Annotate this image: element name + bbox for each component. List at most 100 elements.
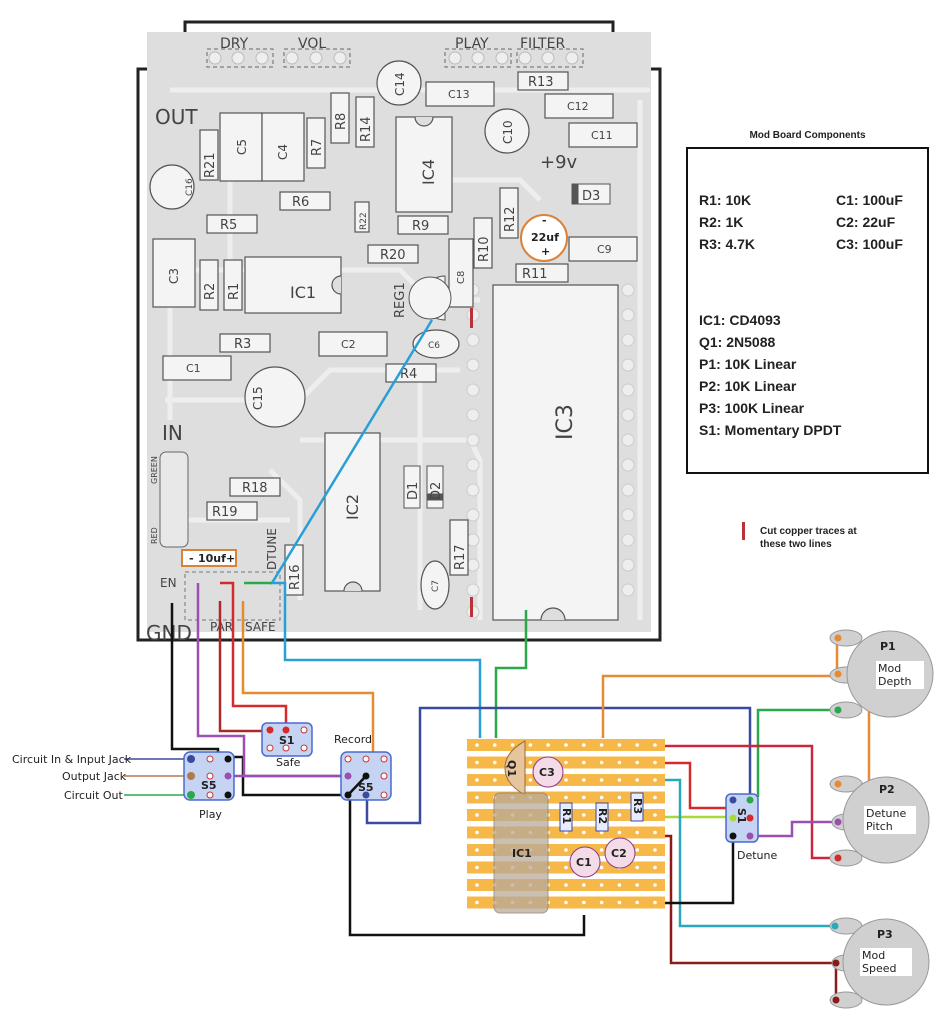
label-r14: R14 [359,116,374,142]
label-r16: R16 [288,564,303,590]
resistor-r2 [199,259,219,311]
resistor-r4 [385,363,437,383]
cap-c5 [219,112,263,182]
mod-c2 [604,837,636,869]
strip-hole [653,865,657,870]
header-dry: DRY [220,36,249,52]
bom-c1: C1: 100uF [836,192,903,208]
pcb-diodes [403,183,611,509]
label-r9: R9 [412,219,429,234]
cap-10uf-plus: + [226,552,235,565]
strip-hole [582,883,586,887]
header-filter: FILTER [520,36,565,52]
label-safe: SAFE [245,620,276,634]
strip-hole [475,813,479,817]
switch-detune-id: S1 [735,808,748,824]
wire-red-par1 [220,581,288,723]
label-ic4: IC4 [419,159,438,185]
resistor-r9 [397,215,449,235]
strip-hole [617,883,622,887]
cap-22uf [520,214,568,262]
strip-hole [599,830,604,835]
resistor-r14 [355,96,375,148]
switch-safe-caption: Safe [276,756,301,769]
label-c1: C1 [186,362,201,375]
label-9v: +9v [540,152,578,173]
bom-box: R1: 10K R2: 1K R3: 4.7K C1: 100uF C2: 22… [686,147,929,474]
wire-red-s1 [655,761,748,810]
strip-hole [635,743,639,747]
strip-hole [564,830,568,835]
strip-hole [599,743,604,747]
resistor-r3 [219,333,271,353]
pad-column [466,283,635,619]
cut-note: Cut copper traces at these two lines [760,525,890,551]
strip-hole [617,743,622,747]
wire-darkred-p3 [655,834,838,1000]
label-led-red: RED [150,527,159,544]
mod-ic1-label: IC1 [512,847,532,860]
pot-p3-id: P3 [877,928,893,941]
strip-hole [582,813,586,817]
label-dtune: DTUNE [265,528,279,570]
pot-p3-line1: Mod [862,949,885,962]
strip-hole [617,760,622,765]
strip-hole [564,743,568,747]
mod-r1 [559,802,573,832]
strip-hole [564,760,568,765]
label-in: IN [162,421,183,445]
ic4-body [395,116,453,213]
label-r5: R5 [220,218,237,233]
strip-hole [564,778,568,782]
switch-play-id: S5 [201,779,217,792]
strip-hole [617,795,622,800]
label-c14: C14 [393,72,407,96]
label-ic2: IC2 [343,494,362,520]
strip-hole [475,760,479,765]
cap-c8 [448,238,474,308]
resistor-r12 [499,187,519,239]
pot-p2-id: P2 [879,783,895,796]
switch-detune-caption: Detune [737,849,777,862]
resistor-r21 [199,129,219,181]
mod-r3 [630,792,644,822]
resistor-r20 [367,244,419,264]
switch-record [340,751,392,801]
strip-hole [635,848,639,852]
strip-hole [599,900,604,905]
cap-c6 [412,329,460,359]
label-c9: C9 [597,243,612,256]
label-par: PAR [210,620,233,634]
strip-hole [653,830,657,835]
strip-hole [564,865,568,870]
pot-p1-line2: Depth [878,675,912,688]
cap-c7 [420,560,450,610]
pot-p3-line2: Speed [862,962,896,975]
cap-c1 [162,355,232,381]
diode-d1 [403,465,421,509]
bom-r1: R1: 10K [699,192,752,208]
strip-hole [582,795,586,800]
strip-hole [653,795,657,800]
bom-r2: R2: 1K [699,214,744,230]
label-c7: C7 [431,580,441,592]
strip-hole [653,743,657,747]
bom-r3: R3: 4.7K [699,236,756,252]
bom-q1: Q1: 2N5088 [699,334,776,350]
pcb-resistors [199,71,569,596]
cap-c3 [152,238,196,308]
cut-mark-bottom [470,597,473,617]
strip-hole [475,865,479,870]
cap-c4 [261,112,305,182]
pot-headers [206,48,584,68]
cut-mark-top [470,308,473,328]
strip-hole [653,883,657,887]
strip-hole [617,778,622,782]
label-r7: R7 [310,139,325,156]
bom-p2: P2: 10K Linear [699,378,797,394]
label-r21: R21 [203,152,218,178]
strip-hole [493,760,497,765]
label-c12: C12 [567,100,589,113]
wire-blue-reg [269,319,482,746]
wire-green-ic3 [494,610,528,780]
